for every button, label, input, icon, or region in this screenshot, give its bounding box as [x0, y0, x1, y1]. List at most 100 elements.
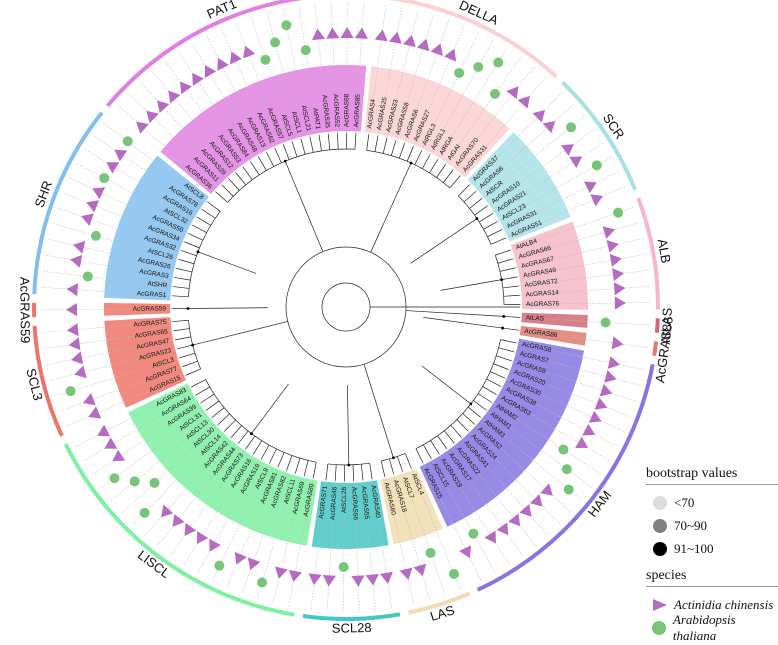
- clade-stem: [197, 251, 257, 274]
- tip-branch: [486, 378, 501, 387]
- bootstrap-node: [502, 315, 506, 318]
- tip-branch: [318, 135, 322, 151]
- actinidia-marker: [365, 574, 379, 586]
- tip-branch: [300, 138, 306, 155]
- leader-line: [452, 66, 535, 171]
- actinidia-marker: [602, 226, 616, 239]
- leader-line: [519, 286, 651, 296]
- actinidia-marker: [106, 162, 120, 174]
- leaf-label: AtLAS: [525, 314, 544, 322]
- leader-line: [469, 92, 563, 185]
- tip-branch: [207, 201, 221, 212]
- tip-branch: [269, 448, 277, 464]
- tip-branch: [237, 430, 249, 444]
- tip-branch: [503, 294, 520, 297]
- leaf-label: AcGRAS68: [343, 93, 350, 127]
- actinidia-marker: [614, 296, 626, 310]
- actinidia-marker: [247, 557, 261, 571]
- tip-branch: [497, 258, 514, 264]
- bootstrap-node: [186, 307, 190, 310]
- actinidia-marker: [604, 370, 617, 383]
- actinidia-marker: [311, 28, 326, 41]
- tip-branch: [406, 146, 414, 162]
- tip-branch: [191, 379, 206, 388]
- leaf-label: AcGRAS72: [524, 278, 558, 289]
- tip-branch: [444, 430, 455, 444]
- tip-branch: [215, 191, 228, 203]
- species-row-actinidia: Actinidia chinensis: [646, 593, 778, 616]
- leader-line: [343, 480, 345, 612]
- triangle-icon: [653, 598, 667, 611]
- actinidia-marker: [157, 100, 170, 113]
- tip-branch: [303, 460, 309, 476]
- leader-line: [169, 448, 246, 557]
- bootstrap-row-low: <70: [646, 491, 778, 514]
- actinidia-marker: [374, 29, 388, 42]
- arabidopsis-marker: [65, 386, 76, 397]
- leader-line: [298, 5, 320, 136]
- actinidia-marker: [70, 254, 83, 268]
- leader-line: [41, 308, 173, 311]
- tip-branch: [201, 208, 216, 219]
- tip-branch: [421, 154, 431, 169]
- leader-line: [226, 467, 279, 588]
- tip-branch: [173, 328, 190, 332]
- tip-branch: [260, 444, 270, 460]
- leader-line: [355, 2, 364, 134]
- actinidia-marker: [388, 31, 402, 44]
- leader-line: [461, 437, 549, 536]
- actinidia-marker: [326, 27, 340, 39]
- clade-label-pat1: PAT1: [205, 0, 239, 22]
- bootstrap-legend: bootstrap values <70 70~90 91~100: [646, 466, 778, 560]
- tip-branch: [462, 413, 475, 425]
- arabidopsis-marker: [591, 160, 602, 171]
- arabidopsis-marker: [214, 560, 225, 571]
- leaf-label: AcGRAS52: [332, 94, 341, 128]
- clade-band-scr: [467, 132, 571, 242]
- tip-branch: [175, 336, 191, 341]
- tip-branch: [173, 286, 190, 289]
- actinidia-marker: [594, 397, 608, 410]
- clade-stem: [410, 218, 478, 264]
- actinidia-marker: [112, 449, 126, 462]
- leader-line: [492, 142, 604, 214]
- leader-line: [518, 269, 649, 287]
- actinidia-marker: [590, 194, 604, 207]
- tip-branch: [283, 144, 290, 160]
- actinidia-marker: [607, 356, 620, 369]
- bootstrap-node: [409, 161, 413, 165]
- bootstrap-node: [283, 159, 287, 163]
- arabidopsis-marker: [473, 62, 484, 73]
- tip-branch: [274, 148, 282, 163]
- leader-line: [46, 339, 176, 365]
- leader-line: [266, 12, 302, 140]
- tip-branch: [479, 213, 493, 223]
- actinidia-marker: [399, 567, 413, 580]
- species-arabidopsis-label: Arabidopsis thaliana: [672, 611, 736, 643]
- tip-branch: [291, 141, 298, 157]
- clade-label-scr: SCR: [600, 111, 628, 142]
- arabidopsis-marker: [558, 444, 569, 455]
- leader-line: [422, 462, 482, 581]
- actinidia-marker: [612, 268, 624, 282]
- tip-branch: [361, 464, 364, 481]
- tip-branch: [382, 137, 388, 154]
- leader-line: [486, 409, 593, 488]
- leaf-label: AcGRAS75: [133, 319, 167, 329]
- tip-branch: [286, 455, 293, 471]
- tip-branch: [398, 143, 406, 159]
- leader-line: [515, 237, 644, 269]
- actinidia-marker: [506, 86, 519, 100]
- bootstrap-high-dot: [653, 541, 667, 556]
- tip-branch: [294, 458, 301, 474]
- tip-branch: [366, 134, 370, 151]
- actinidia-marker: [611, 336, 624, 350]
- actinidia-marker: [66, 283, 79, 297]
- leader-line: [241, 470, 287, 594]
- leader-line: [128, 92, 223, 186]
- actinidia-marker: [517, 95, 530, 109]
- actinidia-marker: [496, 522, 509, 536]
- leader-line: [314, 3, 329, 134]
- tip-branch: [467, 406, 481, 418]
